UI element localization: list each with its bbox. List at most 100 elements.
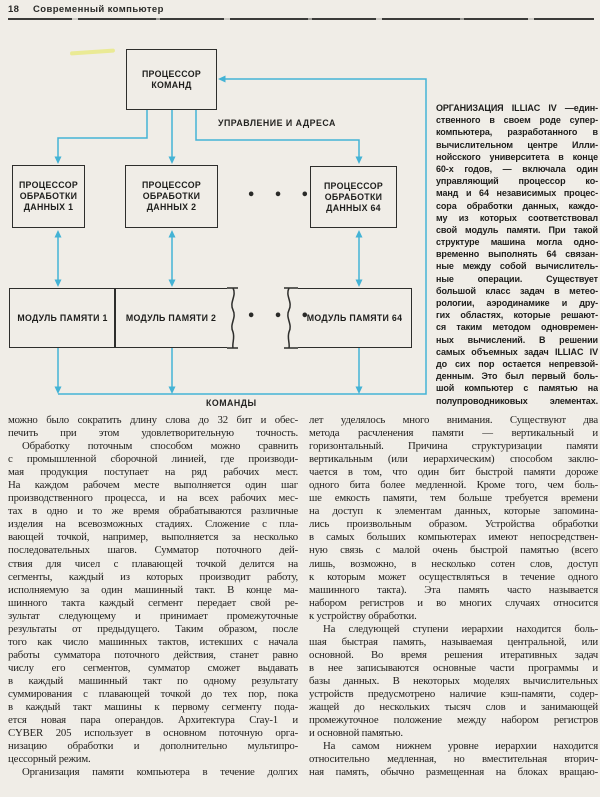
text-line: нойсского университета в конце [436, 151, 598, 162]
page-title: Современный компьютер [33, 4, 164, 15]
text-line: сора обработки данных, каждо- [436, 200, 598, 211]
text-line: суммирования с плавающей точкой до тех п… [8, 687, 298, 700]
text-line: основной. Во время решения итеративных з… [309, 648, 598, 661]
text-line: большой класс задач в метео- [436, 285, 598, 296]
arrow-control-dp1 [54, 110, 148, 164]
text-line: ОРГАНИЗАЦИЯ ILLIAC IV —един- [436, 103, 598, 113]
text-line: набором регистров и во многих случаях от… [309, 596, 598, 609]
text-line: промежуточное положение между набором ре… [309, 714, 598, 727]
text-line: устройств предусмотрено наличие кэш-памя… [309, 687, 598, 700]
text-line: к устройству обработки. [309, 609, 417, 622]
text-line: свой модуль памяти. При такой [436, 224, 598, 235]
illiac-caption: ОРГАНИЗАЦИЯ ILLIAC IV —един-ственного в … [436, 102, 598, 407]
text-line: и основной памятью. [309, 727, 403, 740]
text-line: денным. Это был первый боль- [436, 371, 598, 382]
text-line: CYBER 205 использует в основном поточную… [8, 727, 298, 740]
text-line: Обработку поточным способом можно сравни… [22, 440, 298, 453]
text-line: можно было сократить длину слова до 32 б… [8, 414, 298, 426]
text-line: ных вычислений. В решении [436, 334, 598, 345]
text-line: исполняемую за один машинный такт. В кон… [8, 583, 298, 596]
text-line: вертикальным (или иерархическим) способо… [309, 453, 598, 466]
command-processor-box: ПРОЦЕССОР КОМАНД [126, 49, 217, 110]
text-line: до сих пор остается непревзой- [436, 358, 598, 369]
text-line: печить при этом удовлетворительную точно… [8, 427, 298, 440]
body-column-right: лет уделялось много внимания. Существуют… [309, 414, 598, 779]
text-line: метода расчленения памяти — вертикальный… [309, 427, 598, 440]
text-line: к которым может осуществляться в течение… [309, 570, 598, 583]
text-line: шая быстрая память, называемая центральн… [309, 635, 598, 648]
data-processor-1-box: ПРОЦЕССОР ОБРАБОТКИ ДАННЫХ 1 [12, 165, 85, 228]
text-line: ется новая пара операндов. Архитектура C… [8, 714, 298, 727]
text-line: на доступ к элементам данных, которые за… [309, 505, 598, 518]
text-line: с промышленной сборочной линией, где про… [8, 453, 298, 466]
text-line: вающей точкой, например, выполняется за … [8, 531, 298, 544]
text-line: ные между собой вычислитель- [436, 261, 598, 272]
text-line: манд и 64 независимых процес- [436, 188, 598, 199]
text-line: в каждый такт машины к первому сегменту … [8, 701, 298, 714]
commands-label: КОМАНДЫ [206, 398, 257, 408]
text-line: зультат следующему и принимает промежуто… [8, 609, 298, 622]
header-rule [8, 18, 594, 20]
text-line: рологии, аэродинамике и дру- [436, 298, 598, 308]
text-line: На самом нижнем уровне иерархии находитс… [323, 740, 598, 753]
text-line: шой компьютер с памятью на [436, 383, 598, 394]
text-line: низацию обработки и дополнительно мульти… [8, 740, 298, 753]
text-line: ше емкость памяти, тем больше требуется … [309, 492, 598, 505]
memory-band-tear-right [227, 287, 238, 349]
text-line: в каждый машинный такт по одному результ… [8, 674, 298, 687]
text-line: тах в одно и то же время обрабатываются … [8, 505, 298, 518]
text-line: полупроводниковых элементах. [436, 395, 598, 406]
highlighter-mark [69, 48, 116, 56]
text-line: вычислительном центре Илли- [436, 139, 598, 150]
text-line: ные операции. Существует [436, 273, 598, 284]
text-line: ствия для чисел с плавающей точкой делит… [8, 557, 298, 570]
text-line: сегменты, каждый из которых производит р… [8, 570, 298, 583]
memory-module-64-box: МОДУЛЬ ПАМЯТИ 64 [298, 288, 412, 348]
text-line: базы данных. В некоторых моделях вычисли… [309, 674, 598, 687]
text-line: му из которых соответствовал [436, 212, 598, 223]
memory-module-ellipsis: • • • [247, 309, 316, 324]
text-line: ная память, обычно размещенная на блоках… [309, 766, 598, 779]
text-line: гих областях, которые решают- [436, 310, 598, 321]
text-line: самых объемных задач ILLIAC IV [436, 346, 598, 357]
text-line: ся таким методом одновремен- [436, 322, 598, 333]
text-line: изделия на всевозможных стадиях. Сложени… [8, 518, 298, 531]
text-line: чается в том, что один бит быстрой памят… [309, 466, 598, 479]
text-line: шинного такта каждый сегмент передает св… [8, 596, 298, 609]
text-line: Организация памяти компьютера в течение … [22, 766, 298, 779]
text-line: лет уделялось много внимания. Существуют… [309, 414, 598, 426]
text-line: 60-х годов, — включала один [436, 163, 598, 174]
body-column-left: можно было сократить длину слова до 32 б… [8, 414, 298, 779]
text-line: На каждом рабочем месте выполняется один… [8, 479, 298, 492]
control-addresses-label: УПРАВЛЕНИЕ И АДРЕСА [218, 118, 336, 128]
text-line: результаты от предыдущего. Таким образом… [8, 622, 298, 635]
text-line: в самых больших компьютерах имеют непоср… [309, 531, 598, 544]
text-line: производственного процесса, и на всех ра… [8, 492, 298, 505]
text-line: лись произвольным образом. Устройства об… [309, 518, 598, 531]
text-line: в нее записываются основные части програ… [309, 661, 598, 674]
page-header: 18 Современный компьютер [0, 4, 600, 18]
text-line: относительно медленная, но вместительная… [309, 753, 598, 766]
text-line: последовательных шагов. Сумматор поточно… [8, 544, 298, 557]
text-line: ную связь с малой очень быстрой памятью … [309, 544, 598, 557]
page-number: 18 [8, 4, 20, 15]
text-line: структуре машина могла одно- [436, 237, 598, 248]
text-line: лишь, возможно, в несколько сотен слов, … [309, 557, 598, 570]
text-line: того как число машинных тактов, истекших… [8, 635, 298, 648]
text-line: работы сумматора поточного действия, ста… [8, 648, 298, 661]
text-line: машинного такта). Эта память часто назыв… [309, 583, 598, 596]
data-processor-2-box: ПРОЦЕССОР ОБРАБОТКИ ДАННЫХ 2 [125, 165, 218, 228]
text-line: одного бита более медленной. Кроме того,… [309, 479, 598, 492]
text-line: цессорный режим. [8, 753, 91, 766]
text-line: управляющий процессор ко- [436, 176, 598, 187]
memory-module-2-box: МОДУЛЬ ПАМЯТИ 2 [114, 288, 227, 348]
text-line: На следующей ступени иерархии находится … [323, 622, 598, 635]
text-line: числу его сегментов, сумматор сможет выд… [8, 661, 298, 674]
text-line: компьютера, разработанного в [436, 127, 598, 138]
data-processor-ellipsis: • • • [247, 188, 316, 203]
text-line: мая продукция поступает на ряд рабочих м… [8, 466, 298, 479]
memory-module-1-box: МОДУЛЬ ПАМЯТИ 1 [9, 288, 116, 348]
data-processor-64-box: ПРОЦЕССОР ОБРАБОТКИ ДАННЫХ 64 [310, 166, 397, 228]
text-line: жащей до нескольких тысяч слов и занимаю… [309, 701, 598, 714]
